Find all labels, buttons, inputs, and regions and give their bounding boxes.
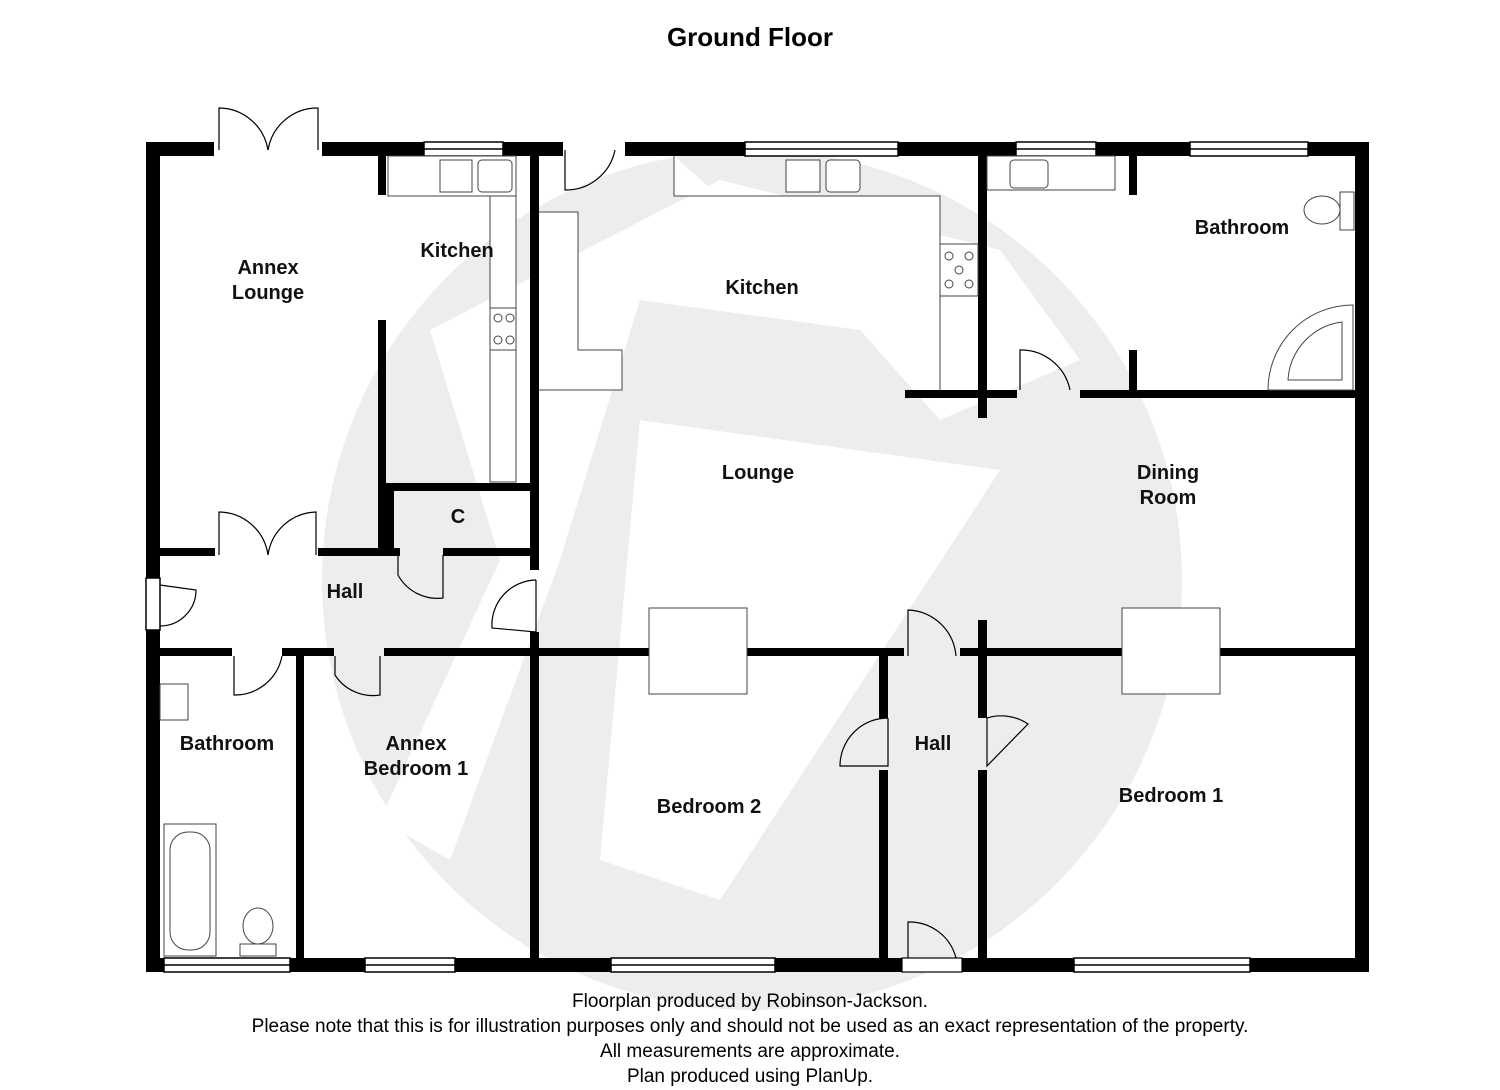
room-label-kitchen: Kitchen xyxy=(725,277,798,299)
room-label-lounge: Lounge xyxy=(722,462,794,484)
room-label-annex-bedroom-2: Bedroom 1 xyxy=(364,758,468,780)
room-label-annex-kitchen: Kitchen xyxy=(420,240,493,262)
room-label-bathroom-main: Bathroom xyxy=(1195,217,1289,239)
room-labels: Annex Lounge Kitchen Kitchen Bathroom Lo… xyxy=(180,217,1289,818)
footer-line-3: All measurements are approximate. xyxy=(600,1041,900,1062)
room-label-dining-1: Dining xyxy=(1137,462,1199,484)
room-label-annex-bedroom-1: Annex xyxy=(385,733,446,755)
room-label-annex-lounge-2: Lounge xyxy=(232,282,304,304)
outer-walls xyxy=(146,142,1369,972)
room-label-bedroom-1: Bedroom 1 xyxy=(1119,785,1223,807)
doors xyxy=(159,107,1071,973)
footer-line-1: Floorplan produced by Robinson-Jackson. xyxy=(572,991,928,1012)
interior-walls xyxy=(145,150,1360,958)
room-label-annex-lounge-1: Annex xyxy=(237,257,298,279)
footer-line-2: Please note that this is for illustratio… xyxy=(251,1016,1249,1037)
plan-title: Ground Floor xyxy=(666,22,834,52)
room-label-bathroom-annex: Bathroom xyxy=(180,733,274,755)
windows xyxy=(163,141,1309,973)
footer-line-4: Plan produced using PlanUp. xyxy=(626,1066,874,1087)
room-label-cupboard: C xyxy=(451,506,465,528)
room-label-hall-annex: Hall xyxy=(327,581,364,603)
disclaimer-footer: Floorplan produced by Robinson-Jackson. … xyxy=(0,989,1500,1089)
room-label-hall-main: Hall xyxy=(915,733,952,755)
room-label-dining-2: Room xyxy=(1140,487,1197,509)
fixtures xyxy=(159,155,1355,957)
room-label-bedroom-2: Bedroom 2 xyxy=(657,796,761,818)
